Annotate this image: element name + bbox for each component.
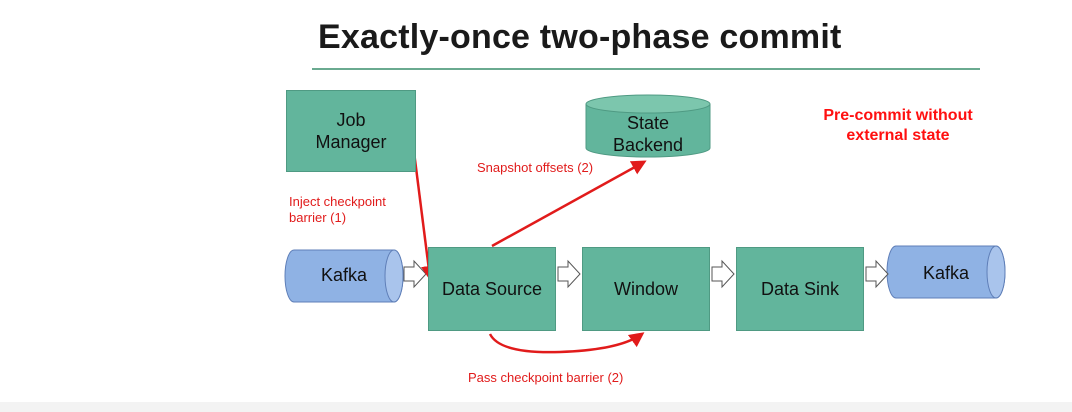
window-label: Window — [613, 279, 679, 299]
job-manager-label-2: Manager — [315, 132, 387, 152]
state-backend-cylinder — [585, 94, 711, 158]
pass-barrier-arrow — [488, 332, 645, 354]
kafka-in-cylinder — [284, 249, 404, 303]
data-source-label: Data Source — [441, 279, 543, 299]
data-sink-label: Data Sink — [760, 279, 840, 299]
pre-commit-note-line-2: external state — [846, 127, 950, 144]
title-underline — [312, 68, 980, 70]
kafka-out-cylinder — [886, 245, 1006, 299]
data-source-box: Data Source — [428, 247, 556, 331]
snapshot-offsets-arrow — [491, 160, 647, 248]
job-manager-box: Job Manager — [286, 90, 416, 172]
flow-arrow-source-to-window — [557, 259, 581, 289]
data-sink-box: Data Sink — [736, 247, 864, 331]
inject-barrier-label: Inject checkpoint barrier (1) — [289, 194, 386, 226]
flow-arrow-kafka-to-source — [403, 259, 427, 289]
pass-barrier-label: Pass checkpoint barrier (2) — [468, 370, 624, 385]
window-box: Window — [582, 247, 710, 331]
page-title: Exactly-once two-phase commit — [318, 18, 842, 56]
pre-commit-note-line-1: Pre-commit without — [823, 107, 973, 124]
job-manager-label-1: Job — [336, 110, 366, 130]
flow-arrow-window-to-sink — [711, 259, 735, 289]
pre-commit-note: Pre-commit without external state — [790, 106, 1006, 146]
flow-arrow-sink-to-kafka — [865, 259, 889, 289]
footer-band — [0, 402, 1072, 412]
snapshot-offsets-label: Snapshot offsets (2) — [477, 160, 594, 175]
inject-barrier-label-2: barrier (1) — [289, 210, 347, 225]
inject-barrier-label-1: Inject checkpoint — [289, 194, 386, 209]
